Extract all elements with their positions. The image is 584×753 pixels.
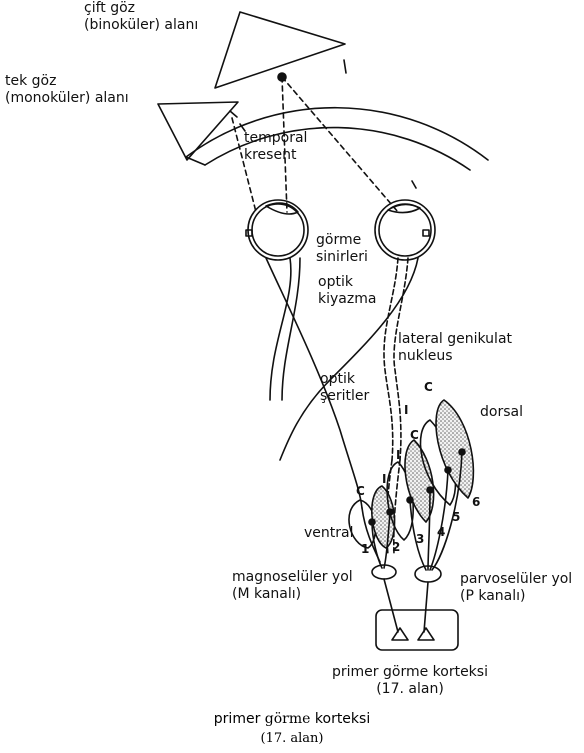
lgn-label-line2: nukleus bbox=[398, 348, 512, 365]
magno-to-cortex bbox=[384, 579, 398, 632]
right-eye-lens bbox=[388, 204, 420, 212]
cortex-inner-label-line2: (17. alan) bbox=[310, 681, 510, 696]
left-eye bbox=[248, 200, 308, 260]
layer-number-6: 6 bbox=[472, 495, 480, 509]
temporal-crescent-tick bbox=[230, 111, 237, 117]
binocular-field-label-line1: çift göz bbox=[84, 0, 198, 17]
monocular-field-label-line1: tek göz bbox=[5, 73, 129, 90]
ventral-label: ventral bbox=[304, 525, 354, 542]
dorsal-label: dorsal bbox=[480, 404, 523, 421]
left-nerve-inner bbox=[270, 258, 291, 400]
monocular-field-label: tek göz (monoküler) alanı bbox=[5, 73, 129, 107]
layer-letter-i-5: I bbox=[404, 403, 408, 417]
lgn-label: lateral genikulat nukleus bbox=[398, 331, 512, 365]
layer-letter-c-4: C bbox=[410, 428, 419, 442]
cortex-neuron-2 bbox=[418, 628, 434, 640]
layer-number-5: 5 bbox=[452, 510, 460, 524]
layer-number-4: 4 bbox=[437, 525, 445, 539]
magnocellular-label: magnoselüler yol (M kanalı) bbox=[232, 569, 353, 603]
optic-nerves-label-line2: sinirleri bbox=[316, 249, 368, 266]
binocular-field-label-line2: (binoküler) alanı bbox=[84, 17, 198, 34]
temporal-crescent-label-line1: temporal bbox=[244, 130, 307, 147]
layer-number-2: 2 bbox=[392, 540, 400, 554]
parvo-to-cortex bbox=[424, 582, 428, 632]
magnocellular-label-line1: magnoselüler yol bbox=[232, 569, 353, 586]
optic-tracts-label-line1: optik bbox=[320, 371, 369, 388]
figure-caption-line2: (17. alan) bbox=[0, 731, 584, 746]
cortex-inner-label: primer görme korteksi (17. alan) bbox=[310, 664, 510, 696]
caption-word-primer: primer bbox=[214, 711, 261, 727]
parvocellular-label-line2: (P kanalı) bbox=[460, 588, 572, 605]
optic-chiasm-label-line2: kiyazma bbox=[318, 291, 376, 308]
optic-chiasm-label: optik kiyazma bbox=[318, 274, 376, 308]
cortex-inner-label-line1: primer görme korteksi bbox=[310, 664, 510, 681]
visual-field-outer-arc bbox=[186, 108, 488, 160]
layer-number-3: 3 bbox=[416, 532, 424, 546]
layer-letter-i-2: I bbox=[382, 472, 386, 486]
binocular-field-tick bbox=[344, 60, 346, 73]
optic-tracts-label: optik şeritler bbox=[320, 371, 369, 405]
monocular-field-label-line2: (monoküler) alanı bbox=[5, 90, 129, 107]
cortex-neuron-1 bbox=[392, 628, 408, 640]
right-nerve-dashed-1 bbox=[384, 258, 398, 460]
optic-nerves-label: görme sinirleri bbox=[316, 232, 368, 266]
monocular-field-cone bbox=[158, 102, 238, 160]
caption-word-gorme: görme bbox=[265, 711, 311, 727]
optic-chiasm-label-line1: optik bbox=[318, 274, 376, 291]
right-eye-marker bbox=[423, 230, 429, 236]
magnocellular-label-line2: (M kanalı) bbox=[232, 586, 353, 603]
layer-number-1: 1 bbox=[361, 542, 369, 556]
layer-letter-c-ventral: C bbox=[356, 484, 365, 498]
temporal-crescent-label: temporal kresent bbox=[244, 130, 307, 164]
figure-caption-line1: primer görme korteksi bbox=[0, 711, 584, 727]
field-marker bbox=[412, 181, 416, 188]
layer-letter-c-dorsal: C bbox=[424, 380, 433, 394]
parvocellular-label: parvoselüler yol (P kanalı) bbox=[460, 571, 572, 605]
temporal-crescent-label-line2: kresent bbox=[244, 147, 307, 164]
lgn-label-line1: lateral genikulat bbox=[398, 331, 512, 348]
parvocellular-label-line1: parvoselüler yol bbox=[460, 571, 572, 588]
caption-word-korteksi: korteksi bbox=[315, 711, 370, 727]
binocular-field-label: çift göz (binoküler) alanı bbox=[84, 0, 198, 34]
optic-nerves-label-line1: görme bbox=[316, 232, 368, 249]
lgn-layer-6 bbox=[436, 400, 473, 498]
layer-letter-i-3: I bbox=[396, 448, 400, 462]
cortex-box bbox=[376, 610, 458, 650]
optic-tracts-label-line2: şeritler bbox=[320, 388, 369, 405]
